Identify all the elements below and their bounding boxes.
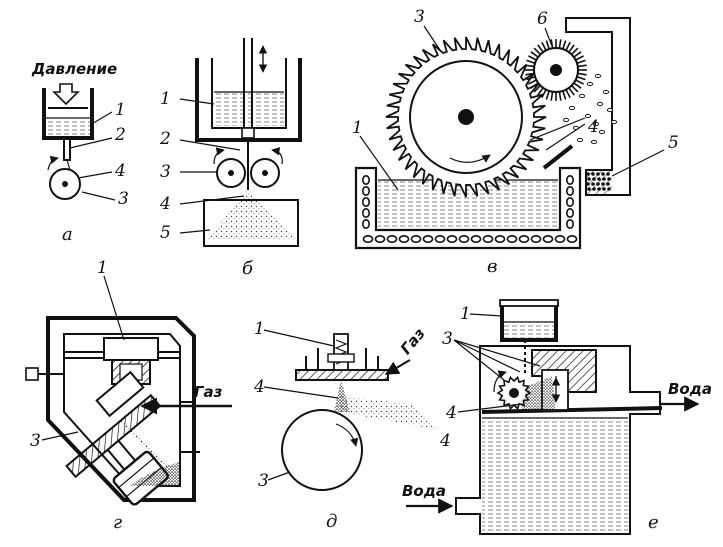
water-out-label: Вода — [668, 380, 712, 398]
label-b-3: 3 — [160, 162, 171, 182]
crucible-a — [42, 88, 94, 140]
label-b-1: 1 — [160, 89, 171, 109]
label-e-4: 4 — [445, 403, 457, 423]
motor-g — [112, 450, 169, 506]
caption-a: а — [62, 224, 73, 245]
water-in-label: Вода — [402, 482, 446, 500]
brush-wheel — [525, 39, 587, 101]
label-g-3: 3 — [30, 431, 41, 451]
drum-d — [281, 409, 363, 491]
label-a-3: 3 — [118, 189, 129, 209]
label-d-1: 1 — [254, 319, 265, 339]
roller-b-right — [250, 158, 280, 188]
label-e-1: 1 — [460, 304, 471, 324]
panel-g: Газ 1 3 г — [25, 258, 232, 533]
rotating-disk-g — [65, 393, 169, 506]
heater-coils — [361, 175, 578, 244]
label-d-3: 3 — [258, 471, 269, 491]
label-b-5: 5 — [160, 223, 171, 243]
roller-b-left — [216, 158, 246, 188]
caption-e: е — [648, 512, 659, 533]
label-g-1: 1 — [97, 258, 108, 278]
panel-e: Вода Вода 1 3 4 е — [402, 299, 712, 535]
label-d-4-left: 4 — [253, 377, 265, 397]
label-b-2: 2 — [159, 129, 171, 149]
label-v-3: 3 — [414, 7, 425, 27]
panel-d: Газ 1 4 4 3 д — [253, 319, 451, 532]
label-a-1: 1 — [115, 100, 126, 120]
gas-label-g: Газ — [194, 383, 223, 401]
label-v-6: 6 — [537, 9, 548, 29]
nozzle-plate-d — [295, 369, 389, 381]
caption-v: в — [487, 256, 497, 277]
caption-g: г — [113, 512, 122, 533]
pressure-arrow-icon — [52, 83, 80, 106]
label-v-4: 4 — [587, 117, 599, 137]
label-d-4-right: 4 — [439, 431, 451, 451]
label-e-3: 3 — [442, 329, 453, 349]
label-a-2: 2 — [114, 125, 126, 145]
panel-v: 3 6 1 4 5 в — [352, 7, 679, 277]
gas-label-d: Газ — [397, 324, 429, 358]
flying-chips — [562, 73, 618, 191]
panel-a: Давление 1 2 4 3 а — [31, 60, 129, 245]
roller-a — [49, 168, 81, 200]
collector-b — [203, 199, 299, 247]
label-v-1: 1 — [352, 118, 363, 138]
pressure-label: Давление — [31, 60, 117, 78]
label-v-5: 5 — [668, 133, 679, 153]
label-a-4: 4 — [114, 161, 126, 181]
gas-arrow-d — [384, 359, 411, 375]
label-b-4: 4 — [159, 194, 171, 214]
caption-d: д — [326, 511, 337, 532]
panel-b: 1 2 3 4 5 б — [159, 38, 302, 279]
caption-b: б — [242, 258, 254, 279]
